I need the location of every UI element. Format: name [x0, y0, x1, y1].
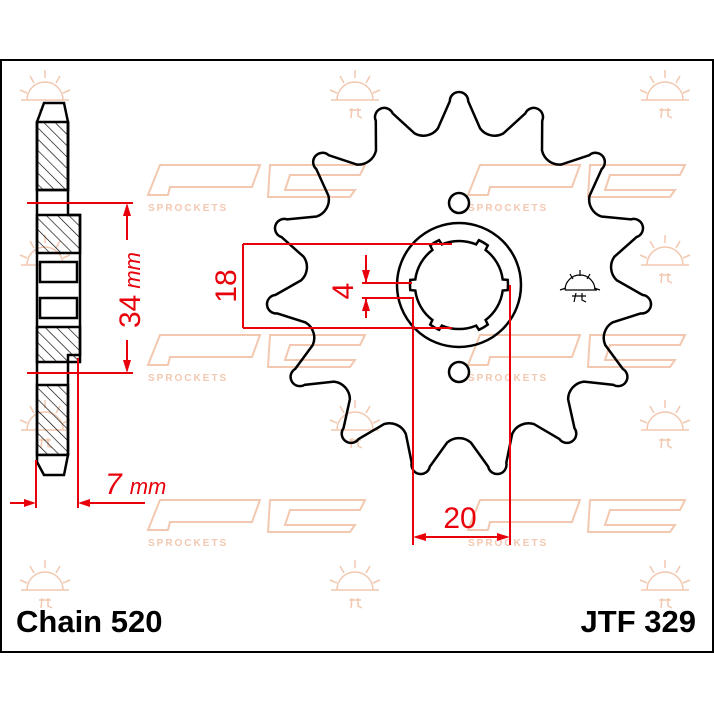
watermark-text: SPROCKETS	[468, 538, 548, 549]
watermark-sun-icon	[639, 70, 691, 119]
drawing-frame	[0, 59, 714, 653]
dimension-34-value: 34	[114, 295, 147, 328]
chain-label: Chain 520	[16, 604, 163, 639]
bolt-hole-top	[447, 191, 471, 215]
watermark-logo	[146, 499, 367, 533]
sprocket-front	[265, 90, 653, 476]
watermark-logo	[146, 334, 367, 368]
watermark-text: SPROCKETS	[148, 538, 228, 549]
dimension-7-unit: mm	[130, 474, 167, 499]
hub-circle	[395, 221, 523, 349]
watermark-logo	[146, 164, 367, 198]
part-number: JTF 329	[580, 604, 696, 639]
dimension-18: 18	[210, 269, 243, 302]
dimension-7-value: 7	[105, 468, 123, 501]
watermark-layer: SPROCKETS SPROCKETS SPROCKETS SPROCKETS SPRO…	[19, 70, 691, 609]
dimension-4: 4	[327, 283, 360, 300]
watermark-logo	[466, 164, 687, 198]
sprocket-outline	[265, 90, 653, 476]
watermark-sun-icon	[639, 235, 691, 284]
dimension-34mm: 34 mm	[114, 252, 147, 328]
watermark-text: SPROCKETS	[148, 373, 228, 384]
dimension-arrows	[24, 203, 510, 541]
spline-bore	[408, 238, 510, 332]
watermark-text: SPROCKETS	[148, 203, 228, 214]
dimension-7mm: 7 mm	[105, 468, 166, 501]
watermark-text: SPROCKETS	[468, 373, 548, 384]
watermark-sun-icon	[329, 70, 381, 119]
watermark-sun-icon	[639, 560, 691, 609]
dimension-lines	[10, 202, 511, 545]
watermark-sun-icon	[329, 560, 381, 609]
dimension-34-unit: mm	[120, 252, 145, 289]
watermark-logo	[466, 499, 687, 533]
watermark-text: SPROCKETS	[468, 203, 548, 214]
watermark-sun-icon	[19, 560, 71, 609]
bolt-hole-bottom	[447, 360, 471, 384]
side-profile	[35, 101, 82, 477]
dimension-20: 20	[443, 502, 476, 535]
watermark-logo	[466, 334, 687, 368]
watermark-sun-icon	[639, 400, 691, 449]
jt-logo-icon	[559, 270, 601, 303]
